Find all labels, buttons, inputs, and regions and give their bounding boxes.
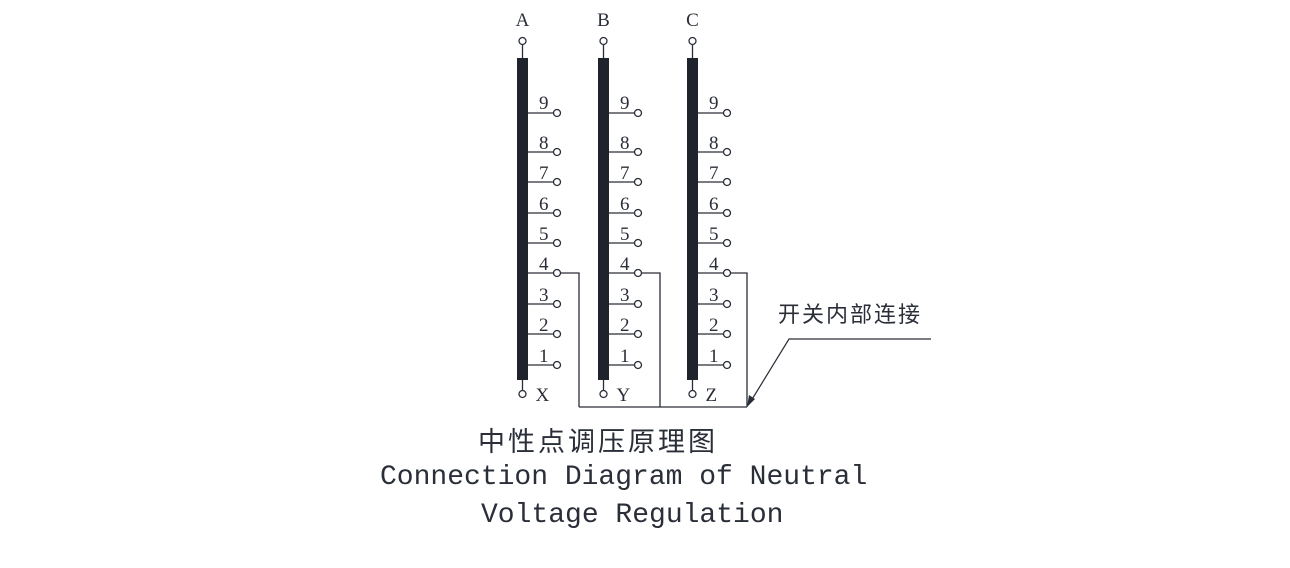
internal-connection-wire [730,272,748,407]
annotation-internal-connection: 开关内部连接 [778,303,923,328]
phase-winding-c: C Z 9 8 7 6 5 4 3 2 1 [686,10,748,407]
terminal-top-icon [518,36,527,46]
tap-terminal-icon [722,108,732,118]
tap-terminal-icon [722,208,732,218]
tap-label-7: 7 [620,163,630,184]
phase-bottom-label: X [536,385,550,406]
tap-label-9: 9 [620,93,630,114]
tap-terminal-icon [633,299,643,309]
tap-label-6: 6 [539,194,549,215]
winding-bar [687,58,698,380]
tap-label-4: 4 [620,254,630,275]
tap-label-3: 3 [620,285,630,306]
tap-label-9: 9 [539,93,549,114]
leader-arrow-icon [747,395,755,407]
phase-bottom-label: Y [617,385,631,406]
phase-top-label: C [686,10,699,31]
tap-label-2: 2 [539,315,549,336]
phase-bottom-label: Z [706,385,718,406]
tap-label-5: 5 [620,224,630,245]
tap-label-4: 4 [539,254,549,275]
winding-bar [598,58,609,380]
winding-bar [517,58,528,380]
phase-top-label: A [516,10,530,31]
tap-label-1: 1 [539,346,549,367]
tap-terminal-icon [633,147,643,157]
tap-terminal-icon [722,177,732,187]
tap-terminal-icon [552,360,562,370]
tap-label-3: 3 [539,285,549,306]
tap-label-1: 1 [620,346,630,367]
tap-label-2: 2 [620,315,630,336]
tap-terminal-icon [633,108,643,118]
tap-terminal-icon [633,360,643,370]
tap-label-7: 7 [709,163,719,184]
tap-label-8: 8 [539,133,549,154]
phase-top-label: B [597,10,610,31]
tap-terminal-icon [722,299,732,309]
phase-winding-b: B Y 9 8 7 6 5 4 3 2 1 [597,10,661,407]
tap-label-7: 7 [539,163,549,184]
tap-terminal-icon [633,208,643,218]
tap-terminal-icon [552,108,562,118]
tap-terminal-icon [552,268,562,278]
tap-label-5: 5 [539,224,549,245]
tap-terminal-icon [722,360,732,370]
phase-winding-a: A X 9 8 7 6 5 4 3 2 1 [516,10,580,407]
terminal-top-icon [599,36,608,46]
tap-label-6: 6 [709,194,719,215]
tap-terminal-icon [722,147,732,157]
tap-terminal-icon [633,329,643,339]
tap-terminal-icon [552,238,562,248]
tap-terminal-icon [552,299,562,309]
tap-terminal-icon [722,268,732,278]
annotation-leader-line [750,338,931,402]
tap-terminal-icon [552,147,562,157]
internal-connection-wire [641,272,661,407]
tap-terminal-icon [633,268,643,278]
terminal-bottom-icon [518,389,527,399]
title-english-line1: Connection Diagram of Neutral [380,462,868,493]
tap-label-4: 4 [709,254,719,275]
tap-label-8: 8 [709,133,719,154]
tap-label-9: 9 [709,93,719,114]
tap-terminal-icon [633,238,643,248]
tap-terminal-icon [552,208,562,218]
tap-label-5: 5 [709,224,719,245]
tap-label-3: 3 [709,285,719,306]
tap-terminal-icon [722,329,732,339]
internal-connection-wire [560,272,580,407]
tap-label-8: 8 [620,133,630,154]
tap-terminal-icon [552,329,562,339]
tap-label-6: 6 [620,194,630,215]
title-chinese: 中性点调压原理图 [478,427,718,458]
tap-terminal-icon [722,238,732,248]
tap-terminal-icon [552,177,562,187]
terminal-bottom-icon [599,389,608,399]
tap-terminal-icon [633,177,643,187]
terminal-top-icon [688,36,697,46]
title-english-line2: Voltage Regulation [481,500,784,531]
terminal-bottom-icon [688,389,697,399]
tap-label-1: 1 [709,346,719,367]
tap-label-2: 2 [709,315,719,336]
